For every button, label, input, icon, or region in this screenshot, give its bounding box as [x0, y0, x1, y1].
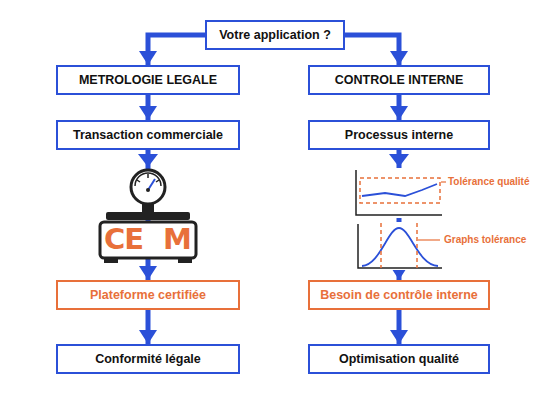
highlight-box: Besoin de contrôle interne: [308, 280, 490, 310]
arrow-head: [389, 154, 409, 167]
mark-symbol: M: [163, 223, 191, 256]
box-text: METROLOGIE LEGALE: [79, 73, 217, 88]
box-text: Besoin de contrôle interne: [320, 288, 478, 303]
box-text: Conformité légale: [95, 352, 201, 367]
box-text: Votre application ?: [219, 28, 331, 43]
flow-arrow: [146, 95, 151, 120]
box-text: CONTROLE INTERNE: [335, 73, 463, 88]
flow-arrow: [148, 35, 205, 65]
highlight-box: Plateforme certifiée: [56, 280, 240, 310]
box-text: Transaction commerciale: [73, 128, 223, 143]
arrow-head: [138, 154, 158, 167]
chart-label: Tolérance qualité: [448, 176, 530, 188]
flow-arrow: [397, 95, 402, 120]
flow-arrow: [345, 35, 399, 65]
question-box: Votre application ?: [205, 20, 345, 50]
box-text: Plateforme certifiée: [90, 288, 206, 303]
process-box: Optimisation qualité: [308, 344, 490, 374]
process-box: Transaction commerciale: [56, 120, 240, 150]
flow-arrow: [146, 310, 151, 344]
flow-arrow: [397, 310, 402, 344]
process-box: METROLOGIE LEGALE: [56, 65, 240, 95]
process-box: Conformité légale: [56, 344, 240, 374]
chart-label: Graphs tolérance: [444, 234, 526, 246]
box-text: Processus interne: [345, 128, 453, 143]
process-box: Processus interne: [308, 120, 490, 150]
tolerance-chart: [352, 168, 446, 218]
scale-illustration: [100, 170, 196, 263]
bell-curve-chart: [354, 222, 444, 270]
process-box: CONTROLE INTERNE: [308, 65, 490, 95]
mark-symbol: CE: [104, 223, 143, 256]
box-text: Optimisation qualité: [339, 352, 459, 367]
